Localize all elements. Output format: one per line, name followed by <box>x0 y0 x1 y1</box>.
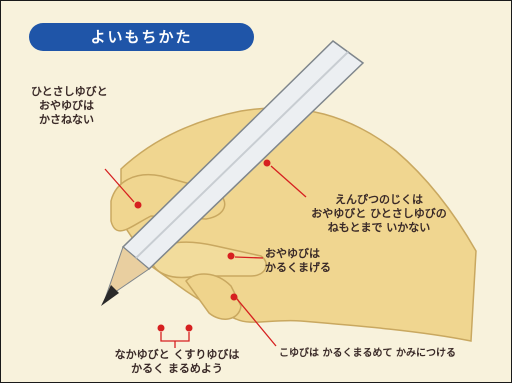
label-shaft: えんぴつのじくは おやゆびと ひとさしゆびの ねもとまで いかない <box>289 193 469 235</box>
dot-middle-right <box>185 324 193 332</box>
leader-shaft <box>270 165 307 198</box>
dot-middle-left <box>157 324 165 332</box>
label-middle-line1: なかゆびと くすりゆびは <box>114 348 240 361</box>
pencil <box>101 40 365 306</box>
title-pill: よいもちかた <box>29 23 254 51</box>
label-index: ひとさしゆびと おやゆびは かさねない <box>31 85 108 127</box>
dot-thumb <box>227 252 235 260</box>
leader-pinky <box>236 298 277 347</box>
label-pinky: こゆびは かるくまるめて かみにつける <box>279 347 456 361</box>
middle-finger <box>185 273 242 320</box>
leader-middle <box>160 332 190 342</box>
dot-index <box>134 201 142 209</box>
label-middle-line2: かるく まるめよう <box>131 362 223 375</box>
label-index-line2: おやゆびは <box>39 99 94 112</box>
leader-thumb <box>234 256 264 259</box>
label-shaft-line1: えんぴつのじくは <box>335 193 423 206</box>
label-index-line3: かさねない <box>39 113 94 126</box>
pencil-lead <box>101 285 119 306</box>
label-thumb-line2: かるくまげる <box>265 261 331 274</box>
title-text: よいもちかた <box>90 28 193 46</box>
label-thumb-line1: おやゆびは <box>265 247 320 260</box>
label-shaft-line3: ねもとまで いかない <box>327 221 431 234</box>
label-pinky-line1: こゆびは かるくまるめて かみにつける <box>279 348 456 359</box>
label-thumb: おやゆびは かるくまげる <box>265 247 331 275</box>
dot-shaft <box>263 159 271 167</box>
label-shaft-line2: おやゆびと ひとさしゆびの <box>311 207 447 220</box>
dot-pinky <box>230 293 238 301</box>
leader-index <box>104 168 135 203</box>
label-middle-ring: なかゆびと くすりゆびは かるく まるめよう <box>89 348 265 376</box>
label-index-line1: ひとさしゆびと <box>31 85 108 98</box>
